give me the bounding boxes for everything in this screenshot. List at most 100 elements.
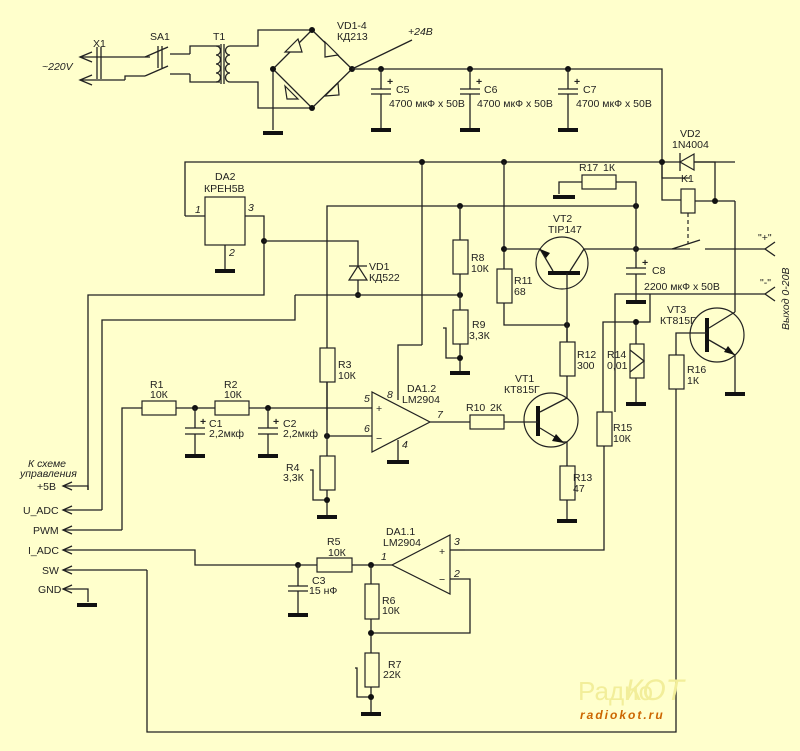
control-arrows <box>61 481 73 594</box>
value-vt2: TIP147 <box>548 224 582 236</box>
pin-label: 8 <box>387 389 393 401</box>
resistor-r5 <box>316 557 353 573</box>
rail-label-leader <box>351 39 413 70</box>
value-r5: 10К <box>328 547 347 559</box>
label-c8: C8 <box>652 265 666 277</box>
label-r7: R7 <box>388 659 402 671</box>
label-rail-24v: +24В <box>408 26 433 38</box>
label-da2: DA2 <box>215 171 236 183</box>
value-r12: 300 <box>577 360 595 372</box>
svg-text:+: + <box>476 76 482 88</box>
label-vt1: VT1 <box>515 373 534 385</box>
value-r11: 68 <box>514 286 526 298</box>
pin-label: 1 <box>381 551 387 563</box>
value-vd1: КД522 <box>369 272 400 284</box>
label-bridge-part: КД213 <box>337 31 368 43</box>
opamp-da1-2 <box>371 391 432 464</box>
transistor-vt2 <box>504 236 589 342</box>
label-sa1: SA1 <box>150 31 170 43</box>
value-c2: 2,2мкф <box>283 428 318 440</box>
label-t1: T1 <box>213 31 225 43</box>
filter-caps <box>371 66 578 132</box>
label-r12: R12 <box>577 349 596 361</box>
label-r9: R9 <box>472 319 486 331</box>
value-r1: 10К <box>150 389 169 401</box>
mains-connector-x1 <box>78 47 150 86</box>
watermark-site: radiokot.ru <box>580 708 665 722</box>
value-r9: 3,3К <box>469 330 491 342</box>
wire-r3 <box>326 205 636 420</box>
value-r15: 10К <box>613 433 632 445</box>
resistor-r14-shunt <box>629 343 645 379</box>
label-c3: C3 <box>312 575 326 587</box>
resistor-r7 <box>364 652 380 688</box>
resistor-r2 <box>214 400 250 416</box>
label-vt3: VT3 <box>667 304 686 316</box>
value-r8: 10К <box>471 263 490 275</box>
control-pin-sw: SW <box>42 565 59 577</box>
pin-label: 6 <box>364 423 370 435</box>
label-vt2: VT2 <box>553 213 572 225</box>
output-plus-terminal[interactable] <box>763 241 776 257</box>
label-vd2: VD2 <box>680 128 701 140</box>
resistor-r15 <box>596 411 613 447</box>
value-r17: 1К <box>603 162 616 174</box>
pin-label: 5 <box>364 393 370 405</box>
transistor-vt3 <box>675 307 745 396</box>
control-pin-pwm: PWM <box>33 525 59 537</box>
output-minus-label: "-" <box>760 277 771 289</box>
rail-24v-wire <box>352 68 690 179</box>
control-pin-5v: +5В <box>37 481 56 493</box>
resistor-r10 <box>469 414 505 430</box>
resistor-r16 <box>668 354 685 390</box>
label-bridge-ref: VD1-4 <box>337 20 367 32</box>
opamp-da1-1 <box>390 534 451 595</box>
output-minus-terminal[interactable] <box>763 286 776 302</box>
output-voltage-label: Выход 0-20В <box>780 268 792 330</box>
label-da11: DA1.1 <box>386 526 415 538</box>
label-r1: R1 <box>150 379 164 391</box>
pin-label: 1 <box>195 204 201 216</box>
pin-label: 2 <box>228 247 235 259</box>
svg-text:+: + <box>439 546 445 558</box>
value-da11: LM2904 <box>383 537 421 549</box>
label-r17: R17 <box>579 162 598 174</box>
control-heading-1: К схеме <box>28 458 66 470</box>
watermark-brand-2: КОТ <box>625 674 687 707</box>
value-vt1: КТ815Г <box>504 384 540 396</box>
label-r13: R13 <box>573 472 592 484</box>
bridge-rectifier-vd1-4 <box>263 27 355 135</box>
svg-text:+: + <box>200 416 206 428</box>
svg-text:+: + <box>273 416 279 428</box>
relay-k1 <box>680 188 696 214</box>
value-r3: 10К <box>338 370 357 382</box>
value-r7: 22К <box>383 669 402 681</box>
control-pin-gnd: GND <box>38 584 62 596</box>
diode-vd1 <box>347 264 369 281</box>
pin-label: 3 <box>248 202 254 214</box>
label-c2: C2 <box>283 418 297 430</box>
label-r14: R14 <box>607 349 626 361</box>
label-c1: C1 <box>209 418 223 430</box>
value-c5: 4700 мкФ x 50В <box>389 98 465 110</box>
label-c6: C6 <box>484 84 498 96</box>
value-vd2: 1N4004 <box>672 139 709 151</box>
value-da2: КРЕН5В <box>204 183 245 195</box>
resistor-r12 <box>559 341 576 377</box>
control-pin-i-adc: I_ADC <box>28 545 59 557</box>
value-c1: 2,2мкф <box>209 428 244 440</box>
label-r11: R11 <box>514 275 533 287</box>
resistor-r17 <box>581 174 617 190</box>
pin-label: 4 <box>402 439 408 451</box>
value-r16: 1К <box>687 375 700 387</box>
value-r2: 10К <box>224 389 243 401</box>
label-mains: ~220V <box>42 61 74 73</box>
pin-label: 3 <box>454 536 460 548</box>
resistor-r9 <box>452 309 469 345</box>
value-c7: 4700 мкФ x 50В <box>576 98 652 110</box>
value-vt3: КТ815Г <box>660 315 696 327</box>
label-r15: R15 <box>613 422 632 434</box>
resistor-r11 <box>496 268 513 304</box>
label-r5: R5 <box>327 536 341 548</box>
